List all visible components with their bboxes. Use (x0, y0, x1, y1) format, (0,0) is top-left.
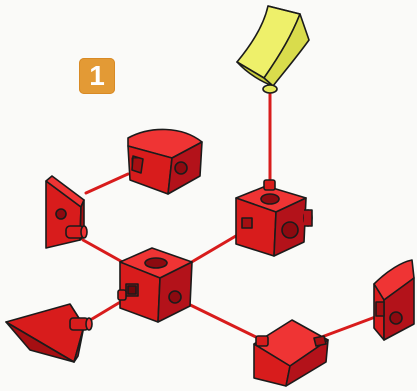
red-flat-wedge-left (5, 303, 93, 363)
quarter-round-red-cube (127, 128, 203, 195)
red-slope-cube-right (373, 259, 415, 341)
connector-line-quarter-to-wedge (84, 172, 130, 195)
red-roof-wedge-bottom (253, 319, 329, 387)
red-side-wedge-with-peg (45, 175, 88, 249)
red-connector-cube-upper (235, 179, 313, 257)
connector-line-center-to-flat-wedge (90, 299, 124, 321)
step-number-badge: 1 (79, 58, 115, 94)
yellow-curved-ramp-piece (236, 5, 310, 94)
connector-line-roof-to-slope (317, 314, 380, 340)
connector-line-wedge-to-center (81, 238, 128, 266)
red-connector-cube-center (117, 247, 193, 323)
